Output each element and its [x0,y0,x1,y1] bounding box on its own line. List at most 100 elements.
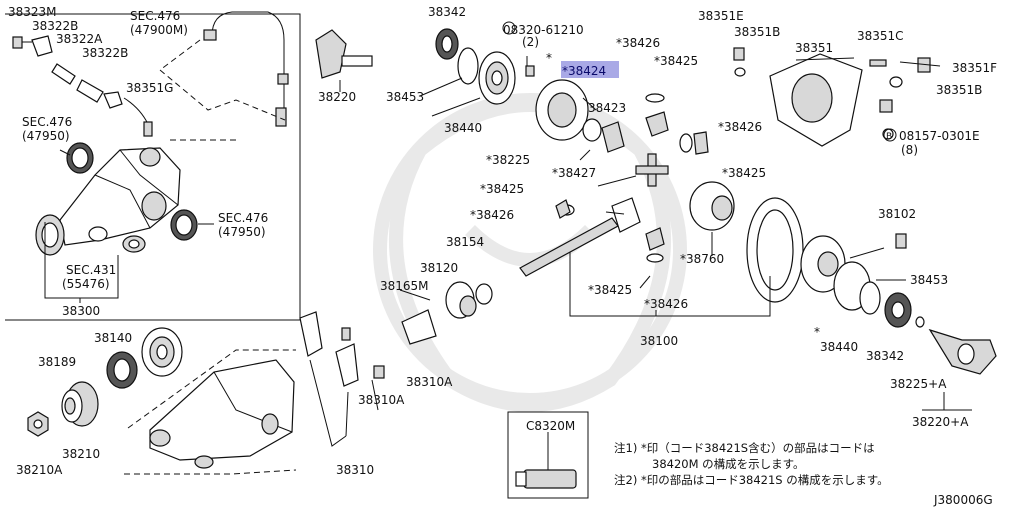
label-38102[interactable]: 38102 [878,207,916,221]
label-38425-mid[interactable]: *38425 [588,283,632,297]
label-38440-right[interactable]: 38440 [820,340,858,354]
part-labels: 38323M 38322B 38322A 38322B 38351G SEC.4… [8,5,997,477]
label-38760[interactable]: *38760 [680,252,724,266]
label-38351G[interactable]: 38351G [126,81,173,95]
label-star-top: * [546,51,552,65]
label-sec431-sub: (55476) [62,277,110,291]
sensor-ring-left [66,142,94,174]
label-38351C[interactable]: 38351C [857,29,904,43]
label-38425-right[interactable]: *38425 [722,166,766,180]
circled-s-icon [502,21,516,35]
label-sec476-left[interactable]: SEC.476 [22,115,72,129]
label-38210A[interactable]: 38210A [16,463,63,477]
differential-carrier-38300 [35,147,181,256]
label-38426-top[interactable]: *38426 [616,36,660,50]
label-38140[interactable]: 38140 [94,331,132,345]
label-08157-0301E[interactable]: 08157-0301E [899,129,980,143]
label-08320-qty: (2) [522,35,539,49]
nut-38210A [27,411,49,437]
label-38310A-1[interactable]: 38310A [406,375,453,389]
rear-cover-38351 [733,47,931,147]
label-38342-top[interactable]: 38342 [428,5,466,19]
label-38225A[interactable]: 38225+A [890,377,947,391]
diagram-code: J380006G [933,493,993,507]
seal-38189 [106,351,138,389]
pinion-shaft-38427 [635,153,669,187]
label-38322A[interactable]: 38322A [56,32,103,46]
highlight-38424 [561,61,619,78]
label-38440-top[interactable]: 38440 [444,121,482,135]
label-sec476-right[interactable]: SEC.476 [218,211,268,225]
label-sec476-right-sub: (47950) [218,225,266,239]
label-38453-right[interactable]: 38453 [910,273,948,287]
label-sec476-top[interactable]: SEC.476 [130,9,180,23]
label-38210[interactable]: 38210 [62,447,100,461]
label-38300[interactable]: 38300 [62,304,100,318]
clip-38322B [31,35,53,57]
label-38426-right[interactable]: *38426 [718,120,762,134]
label-38426-mid[interactable]: *38426 [644,297,688,311]
label-38322B-1[interactable]: 38322B [32,19,78,33]
label-sec476-top-sub: (47900M) [130,23,188,37]
diff-case-38424 [525,56,589,141]
spacer-38453-top [419,47,479,97]
label-38220[interactable]: 38220 [318,90,356,104]
seal-38342-top [435,28,459,60]
label-38423[interactable]: 38423 [588,101,626,115]
pinion-flange-38220 [315,29,373,92]
boot-38210 [61,381,99,427]
label-08320-61210[interactable]: 08320-61210 [503,23,584,37]
label-38351B-2[interactable]: 38351B [936,83,982,97]
mid-components [399,281,493,345]
watermark-emblem [373,93,687,412]
label-38225[interactable]: *38225 [486,153,530,167]
label-38351[interactable]: 38351 [795,41,833,55]
side-gear-38760 [689,181,735,256]
note-2: 注2) *印の部品はコード38421S の構成を示します。 [614,473,889,487]
note-1-line-2: 38420M の構成を示します。 [652,457,805,471]
label-sec476-left-sub: (47950) [22,129,70,143]
label-08157-qty: (8) [901,143,918,157]
circled-b-icon: B [883,128,897,142]
label-38165M[interactable]: 38165M [380,279,429,293]
label-38154[interactable]: 38154 [446,235,484,249]
label-star-right: * [814,325,820,339]
leader-lines [431,57,972,411]
note-1-line-1: 注1) *印（コード38421S含む）の部品はコードは [614,441,875,455]
label-38425-2[interactable]: *38425 [480,182,524,196]
label-C8320M[interactable]: C8320M [526,419,575,433]
label-sec431[interactable]: SEC.431 [66,263,116,277]
diff-mount-38310 [149,359,295,469]
mount-brackets-38310A [299,311,385,447]
right-side-assembly [800,233,997,375]
label-38351E[interactable]: 38351E [698,9,744,23]
label-38322B-2[interactable]: 38322B [82,46,128,60]
hose-38322A [51,63,104,103]
label-38425-top[interactable]: *38425 [654,54,698,68]
label-38424[interactable]: *38424 [562,64,606,78]
label-38120[interactable]: 38120 [420,261,458,275]
svg-text:B: B [886,132,892,142]
sensor-ring-right [170,209,198,241]
label-38351F[interactable]: 38351F [952,61,997,75]
label-38351B-1[interactable]: 38351B [734,25,780,39]
label-38323M[interactable]: 38323M [8,5,57,19]
thrust-washers [645,93,709,155]
notes: 注1) *印（コード38421S含む）の部品はコードは 38420M の構成を示… [614,441,889,487]
label-38220A[interactable]: 38220+A [912,415,969,429]
left-bottom-panel [27,311,589,499]
label-38426-2[interactable]: *38426 [470,208,514,222]
label-38189[interactable]: 38189 [38,355,76,369]
drive-pinion-38100 [519,197,665,277]
label-38310A-2[interactable]: 38310A [358,393,405,407]
label-38310[interactable]: 38310 [336,463,374,477]
label-38100[interactable]: 38100 [640,334,678,348]
bearing-38140 [141,327,183,377]
bearing-38440-top [478,51,516,105]
pinion-gear-38423 [582,118,625,153]
label-38427[interactable]: *38427 [552,166,596,180]
bolt-38323M [12,36,32,49]
label-38342-right[interactable]: 38342 [866,349,904,363]
label-38453-top[interactable]: 38453 [386,90,424,104]
